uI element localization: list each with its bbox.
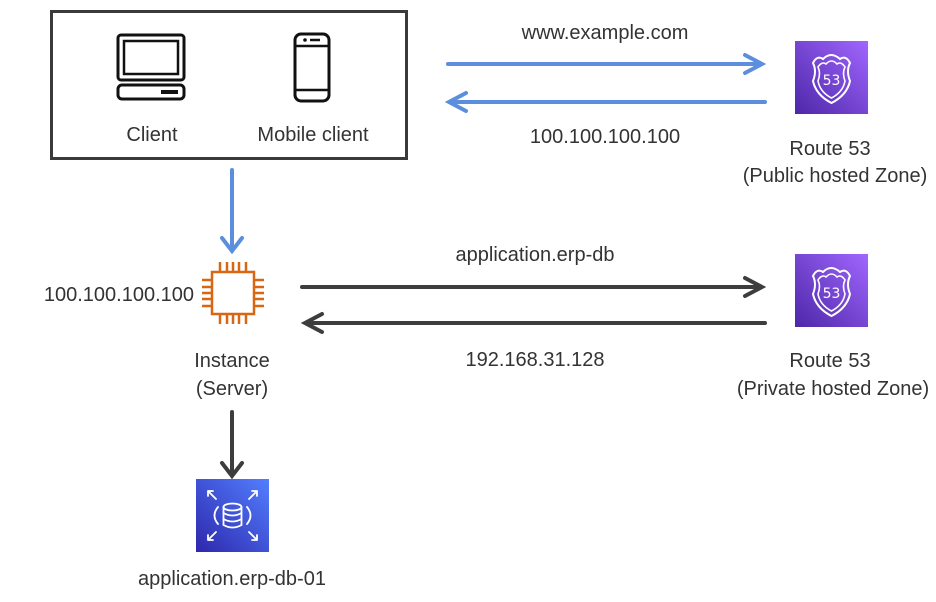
rds-database-icon (196, 479, 269, 552)
public-dns-request-arrow (446, 53, 767, 75)
route53-private-icon: 53 (795, 254, 868, 327)
public-request-label: www.example.com (521, 22, 689, 44)
instance-ip-label: 100.100.100.100 (43, 284, 194, 306)
route53-badge: 53 (823, 73, 841, 89)
route53-public-title: Route 53 (789, 138, 871, 160)
mobile-client-label: Mobile client (257, 124, 369, 146)
database-label: application.erp-db-01 (138, 568, 326, 590)
instance-to-database-arrow (220, 410, 244, 480)
route53-private-title: Route 53 (789, 350, 871, 372)
private-dns-response-arrow (300, 312, 767, 334)
client-to-instance-arrow (220, 168, 244, 255)
ec2-instance-chip-icon (202, 262, 264, 324)
route53-public-subtitle: (Public hosted Zone) (742, 165, 928, 187)
public-dns-response-arrow (444, 91, 767, 113)
client-label: Client (126, 124, 178, 146)
private-response-label: 192.168.31.128 (465, 349, 605, 371)
desktop-computer-icon (116, 33, 186, 101)
route53-badge: 53 (823, 286, 841, 302)
mobile-phone-icon (293, 32, 331, 103)
private-dns-request-arrow (300, 276, 767, 298)
public-response-label: 100.100.100.100 (529, 126, 681, 148)
private-request-label: application.erp-db (455, 244, 615, 266)
instance-title: Instance (194, 350, 270, 372)
client-group-box (50, 10, 408, 160)
route53-private-subtitle: (Private hosted Zone) (736, 378, 930, 400)
instance-subtitle: (Server) (195, 378, 269, 400)
route53-public-icon: 53 (795, 41, 868, 114)
